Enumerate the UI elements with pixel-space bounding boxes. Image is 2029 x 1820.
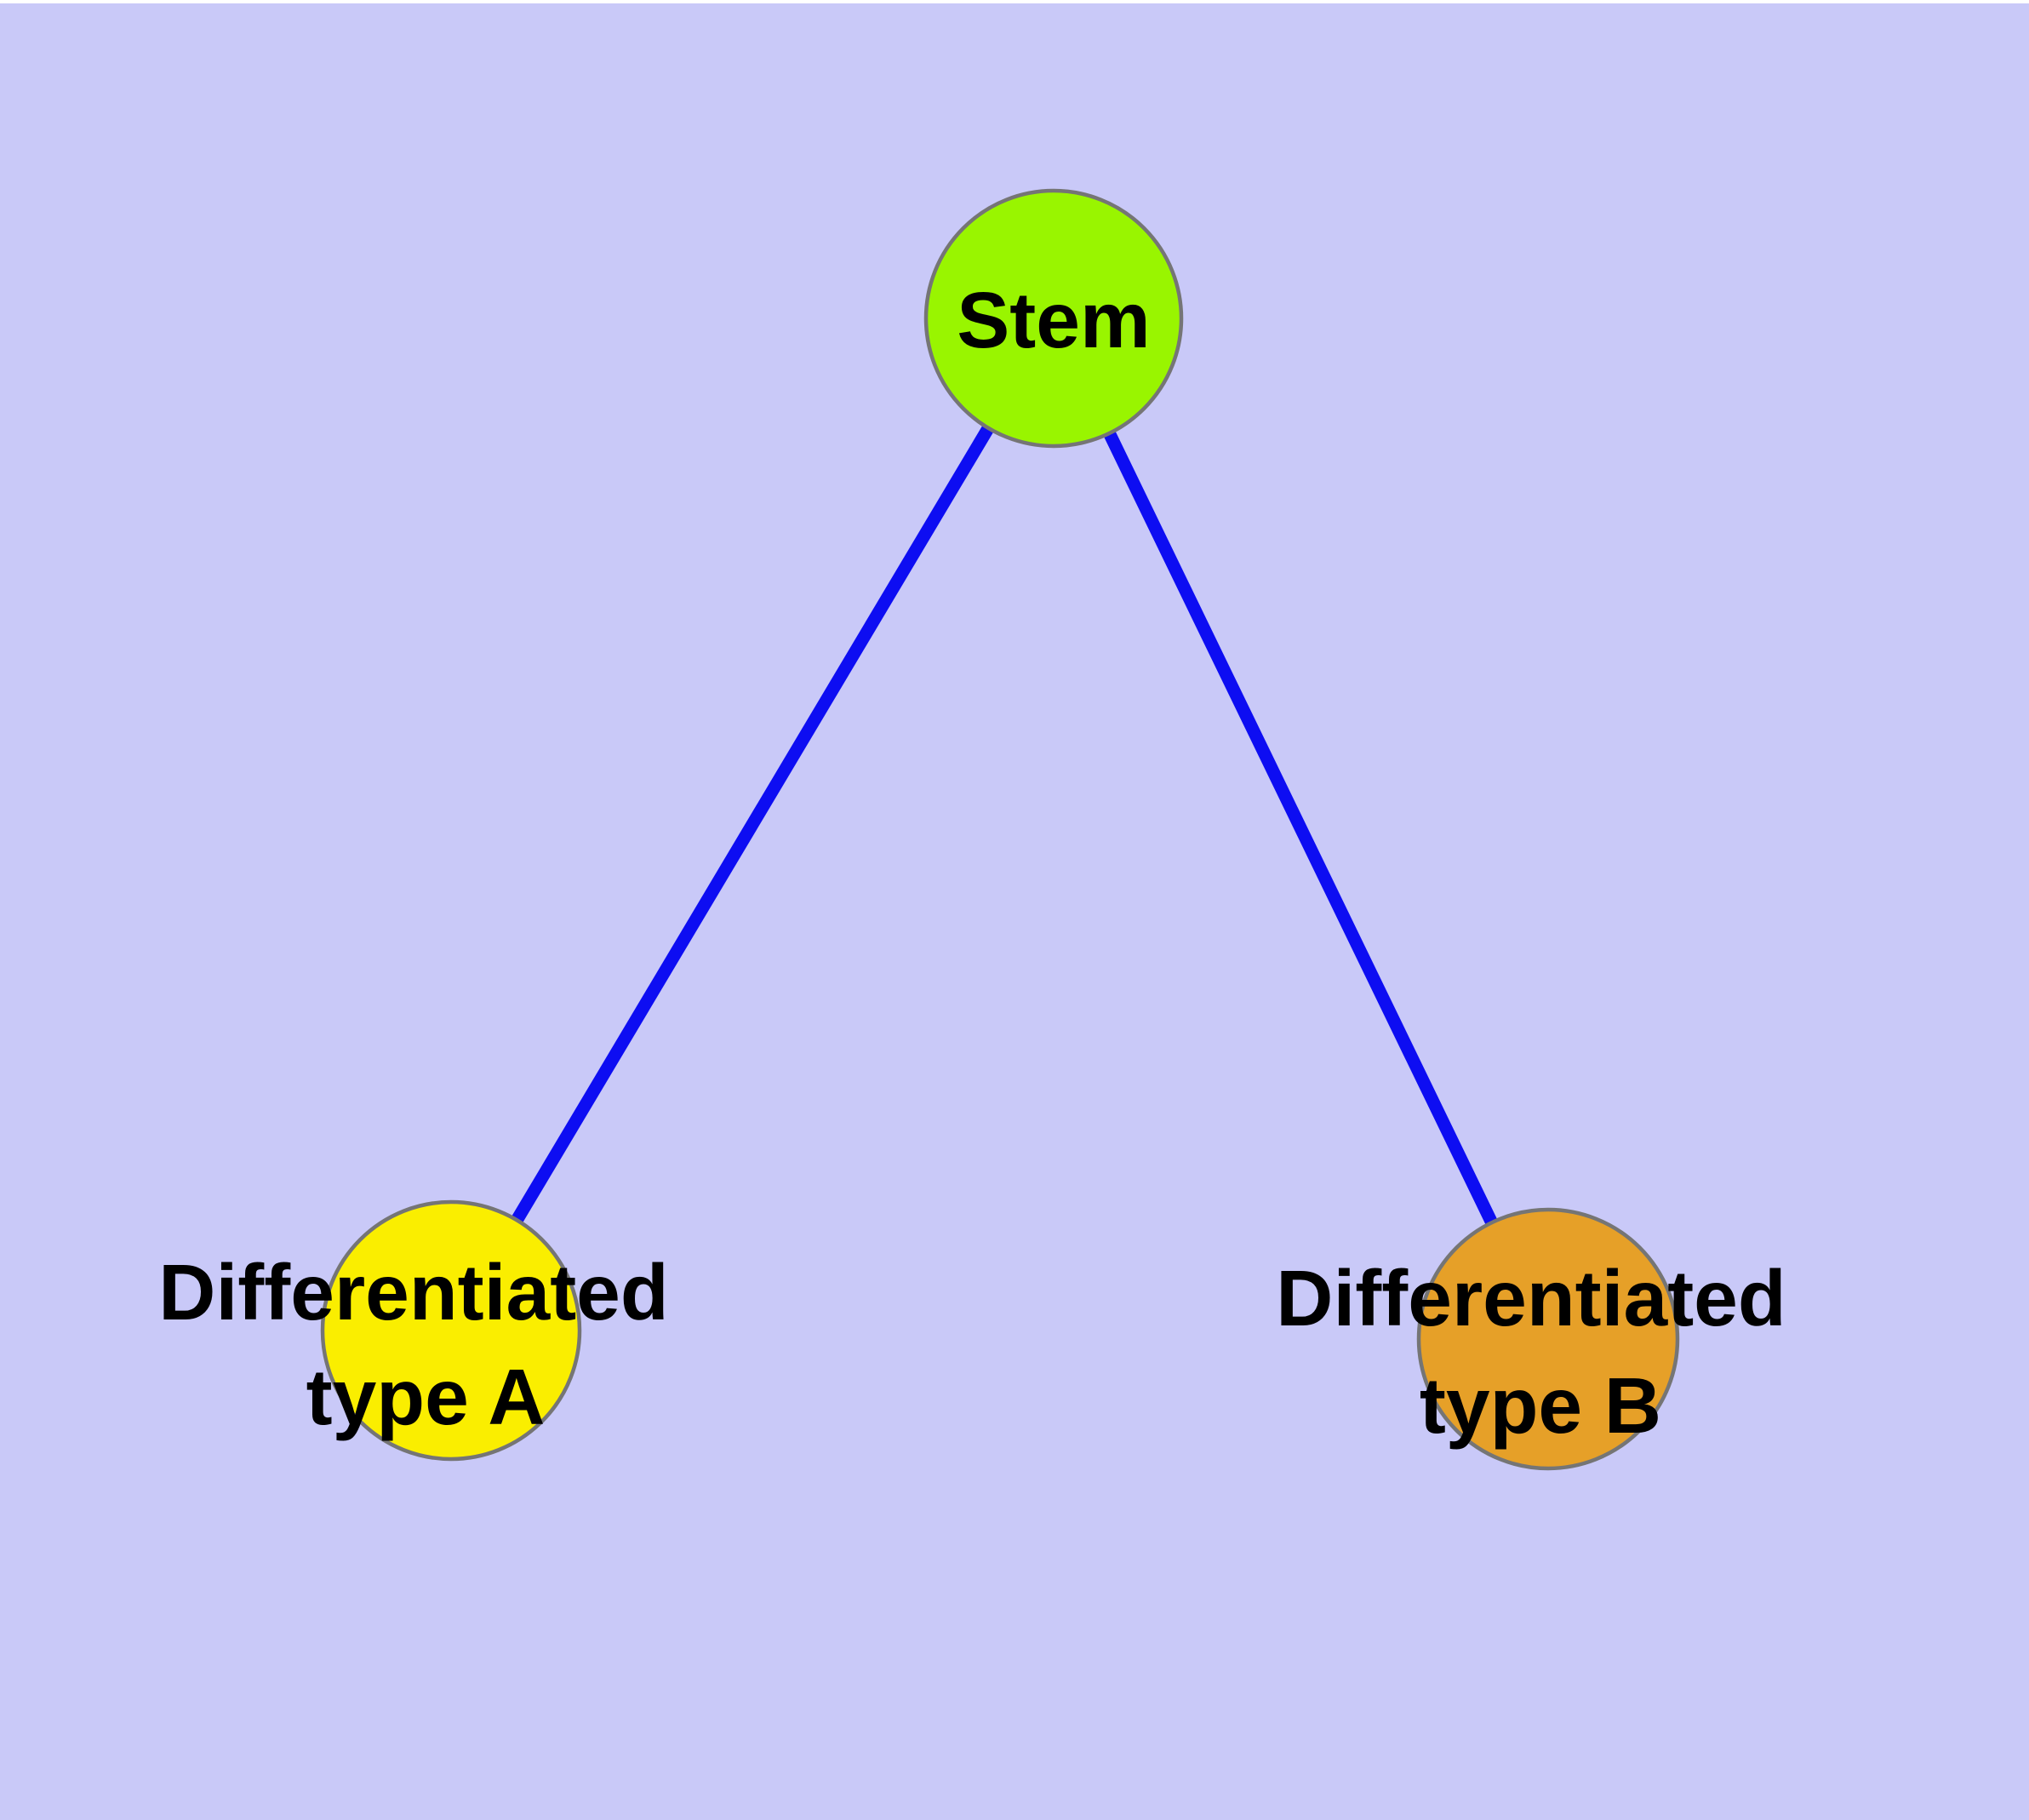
node-type-b-label-line1: Differentiated: [1276, 1254, 1786, 1342]
node-type-a-label-line1: Differentiated: [158, 1248, 668, 1336]
node-type-b-label-line2: type B: [1420, 1361, 1661, 1450]
node-type-a-label-line2: type A: [306, 1353, 546, 1441]
edge-stem-to-type-a: [445, 315, 1060, 1334]
edge-stem-to-type-b: [1048, 315, 1554, 1342]
node-type-b-circle: [1416, 1207, 1680, 1471]
node-type-a-circle: [320, 1199, 582, 1462]
canvas-top-strip: [0, 0, 2029, 3]
node-stem-label: Stem: [957, 276, 1150, 364]
node-stem-circle: [923, 188, 1184, 449]
